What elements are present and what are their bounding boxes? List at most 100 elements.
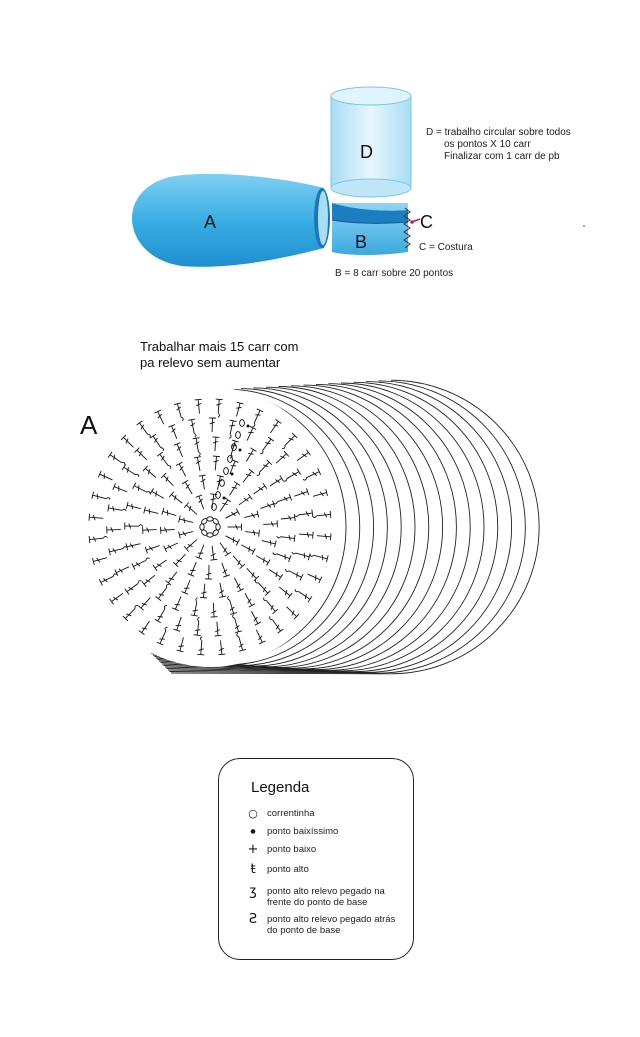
stitch-symbol: [92, 557, 107, 565]
stitch-symbol: [298, 531, 314, 539]
chain-stitch: [212, 518, 219, 525]
stitch-symbol: [227, 523, 242, 531]
stitch-symbol: [121, 463, 140, 478]
stitch-symbol: [232, 614, 243, 634]
part-a-label: A: [204, 212, 216, 232]
stitch-symbol: [280, 514, 296, 522]
stitch-symbol: [106, 526, 121, 534]
stitch-symbol: [149, 433, 164, 452]
round-arc: [163, 383, 471, 671]
stitch-symbol: [276, 534, 296, 542]
stitch-symbol: [192, 437, 201, 457]
stitch-symbol: [198, 474, 206, 490]
stitch-symbol: [176, 637, 184, 653]
stitch-symbol: [232, 555, 246, 570]
stitch-symbol: [282, 432, 298, 449]
legend-label: ponto alto relevo pegado na frente do po…: [267, 886, 385, 908]
stitch-symbol: [212, 436, 220, 452]
stitch-symbol: [163, 542, 179, 553]
round-arc: [158, 385, 430, 669]
legend-label: ponto alto: [267, 864, 309, 875]
round-arc: [164, 382, 485, 672]
stitch-symbol: [205, 564, 213, 580]
stitch-symbol: [275, 450, 290, 464]
chain-stitch: [211, 503, 217, 511]
stitch-symbol: [253, 482, 268, 495]
stitch-symbol: [270, 419, 282, 434]
stitch-symbol: [268, 569, 284, 581]
stitch-symbol: [132, 482, 151, 495]
stitch-symbol: [286, 606, 300, 620]
stitch-symbol: [294, 589, 313, 603]
stitch-symbol: [107, 504, 127, 512]
stitch-symbol: [244, 510, 260, 519]
part-b-shape: [331, 203, 409, 255]
stitch-symbol: [255, 629, 266, 645]
stitch-symbol: [312, 510, 332, 518]
round-arc: [155, 386, 402, 668]
stitch-symbol: [142, 526, 157, 534]
stitch-symbol: [225, 535, 240, 546]
note-b: B = 8 carr sobre 20 pontos: [335, 268, 453, 279]
note-d-line2: os pontos X 10 carr: [444, 139, 531, 150]
round-arc: [169, 380, 526, 674]
note-d-line3: Finalizar com 1 carr de pb: [444, 151, 560, 162]
stitch-symbol: [173, 616, 182, 632]
stitch-symbol: [134, 447, 148, 461]
instruction-line1: Trabalhar mais 15 carr com: [140, 339, 298, 354]
chain-stitch: [231, 443, 237, 451]
note-c: C = Costura: [419, 242, 473, 253]
stitch-symbol: [156, 451, 172, 469]
stitch-symbol: [195, 544, 205, 560]
stitch-symbol: [142, 465, 157, 478]
stitch-symbol: [242, 468, 255, 483]
stitch-symbol: [114, 566, 130, 577]
stitch-symbol: [255, 555, 271, 566]
stitch-symbol: [181, 479, 193, 495]
stitch-symbol: [294, 488, 310, 497]
single-crochet-symbol-icon: +: [247, 842, 259, 857]
stitch-symbol: [285, 568, 304, 581]
stitch-symbol: [283, 468, 302, 482]
stitch-symbol: [173, 402, 184, 422]
stitch-symbol: [168, 491, 183, 504]
stitch-symbol: [154, 409, 165, 425]
instruction-line2: pa relevo sem aumentar: [140, 355, 281, 370]
stitch-symbol: [183, 502, 198, 515]
stitch-symbol: [238, 493, 253, 506]
stitch-symbol: [213, 455, 221, 471]
stitch-symbol: [181, 579, 191, 595]
chain-stitch: [235, 431, 241, 439]
stitch-symbol: [190, 597, 198, 617]
stitch-symbol: [152, 559, 167, 572]
stitch-symbol: [225, 508, 240, 519]
stitch-symbol: [172, 554, 186, 568]
stitch-symbol: [154, 605, 167, 624]
front-post-dc-symbol-icon: ʒ: [249, 884, 257, 899]
slip-stitch-symbol-icon: ●: [250, 828, 256, 835]
round-arc: [157, 386, 416, 668]
chain-stitch: [223, 467, 229, 475]
stitch-symbol: [313, 489, 328, 497]
chart-part-label: A: [80, 410, 98, 440]
assembly-diagram: A D B C D = trabalho circular sobre todo…: [132, 86, 585, 279]
stitch-symbol: [178, 531, 194, 539]
legend-label: ponto baixo: [267, 844, 317, 855]
stitch-symbol: [246, 426, 257, 441]
slip-stitch: [238, 448, 242, 452]
stitch-symbol: [229, 459, 239, 475]
stitch-symbol: [260, 436, 275, 455]
part-d-shape: [330, 86, 412, 198]
stitch-symbol: [294, 509, 314, 518]
stitch-symbol: [88, 513, 104, 521]
stitch-symbol: [221, 562, 231, 578]
stitch-chart: [76, 387, 344, 667]
stitch-symbol: [216, 474, 224, 490]
round-arc: [151, 388, 361, 666]
stitch-symbol: [159, 526, 175, 534]
chain-stitch: [227, 455, 233, 463]
stitch-symbol: [120, 434, 134, 448]
stitch-symbol: [241, 544, 256, 555]
stitch-symbol: [256, 459, 273, 476]
